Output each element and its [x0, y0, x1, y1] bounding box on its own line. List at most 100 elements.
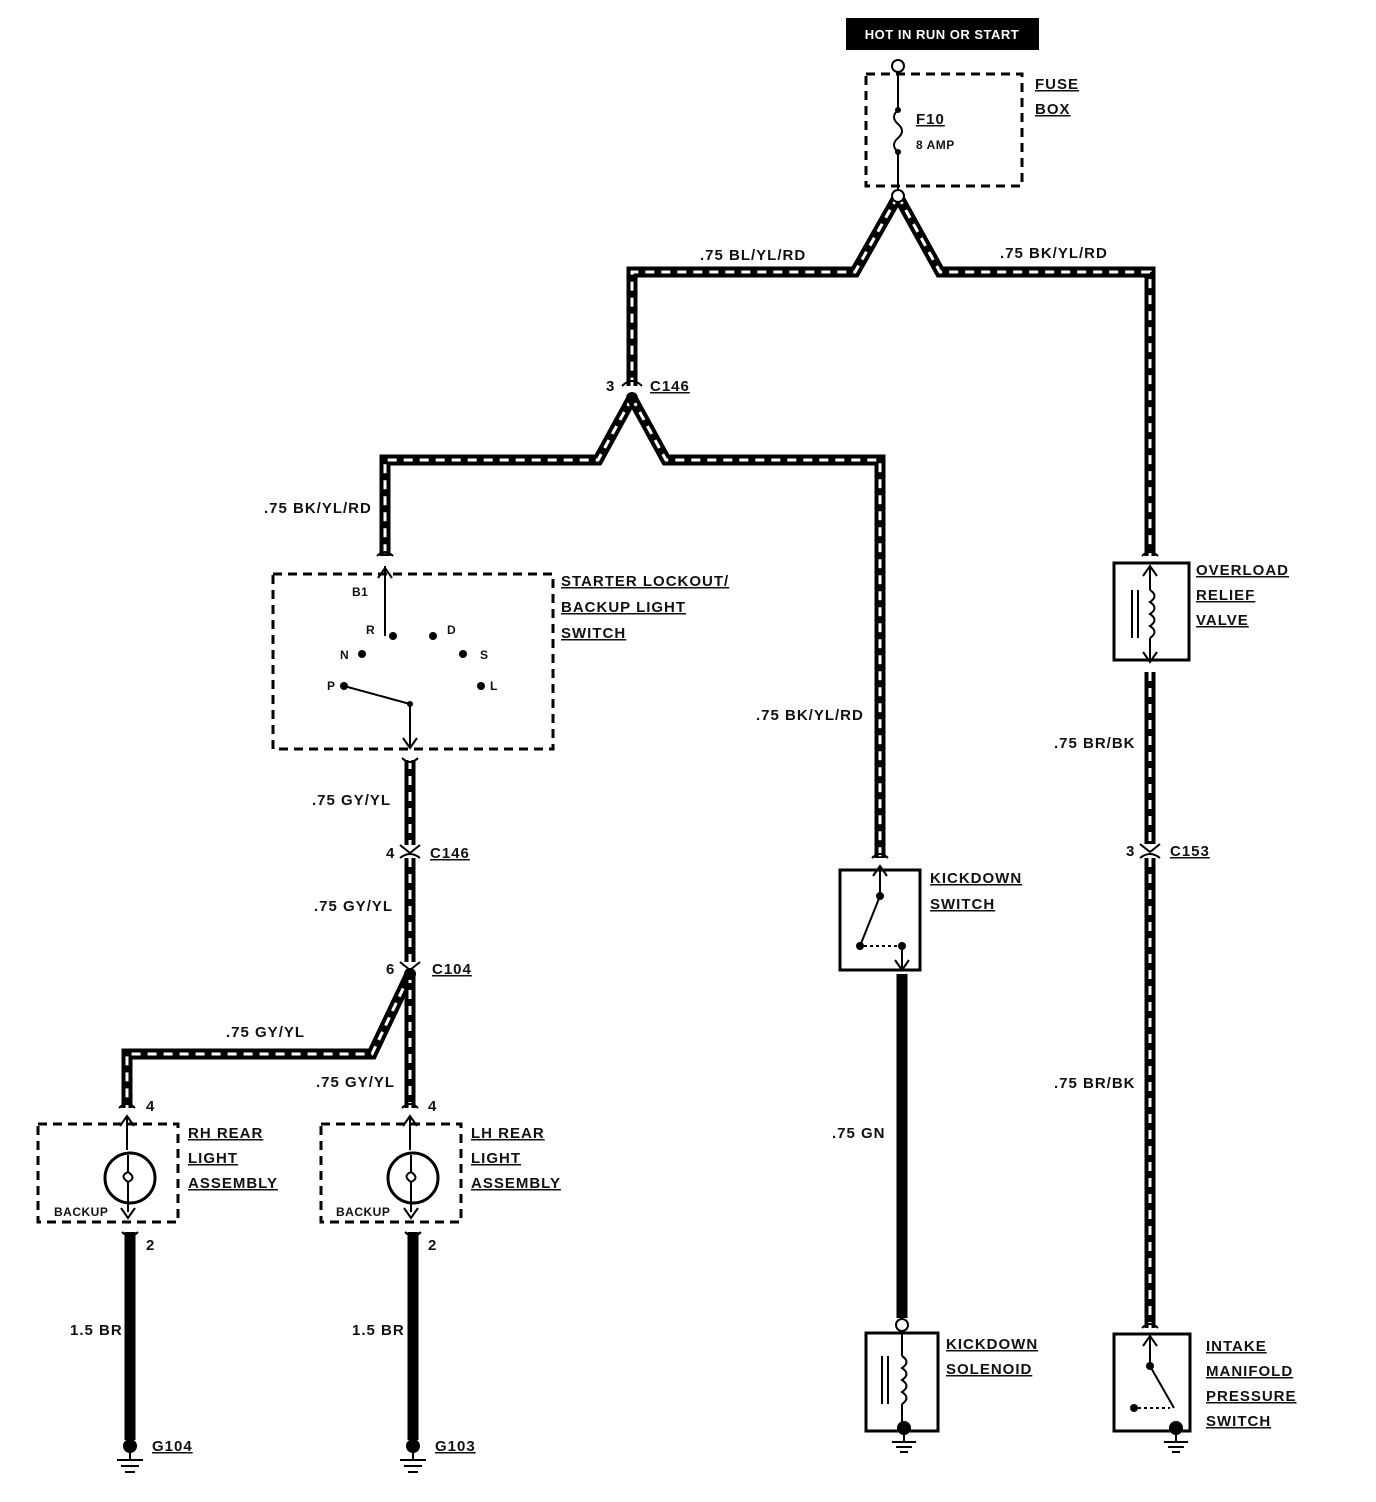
overload-coil-icon — [1148, 589, 1156, 639]
kickdown-in-arrow-icon — [872, 864, 888, 896]
solenoid-title-2: SOLENOID — [946, 1361, 1032, 1378]
intake-title-3: PRESSURE — [1206, 1388, 1297, 1405]
starter-pin-b1: B1 — [352, 585, 368, 599]
kickdown-switch-title-1: KICKDOWN — [930, 870, 1022, 887]
wire-label-kickdown-gn: .75 GN — [832, 1125, 886, 1142]
lh-title-3: ASSEMBLY — [471, 1175, 561, 1192]
wire-bl-yl-rd — [626, 193, 903, 386]
power-terminal — [891, 59, 905, 73]
splice-c104 — [404, 968, 416, 980]
gear-d-contact — [429, 632, 437, 640]
wire-label-overload-out: .75 BR/BK — [1054, 735, 1136, 752]
ground-g104-label: G104 — [152, 1438, 193, 1455]
lh-out-arrow-icon — [403, 1207, 419, 1220]
starter-lockout-switch-box — [271, 572, 555, 751]
wire-label-rh-ground: 1.5 BR — [70, 1322, 123, 1339]
solenoid-terminal — [895, 1318, 909, 1332]
rh-light-box — [36, 1122, 180, 1224]
kickdown-blade-icon — [859, 895, 881, 947]
lh-light-box — [319, 1122, 463, 1224]
starter-title-1: STARTER LOCKOUT/ — [561, 573, 729, 590]
rh-out-connector-icon — [121, 1231, 139, 1237]
overload-in-arrow-icon — [1142, 564, 1158, 590]
fuse-rating: 8 AMP — [916, 138, 955, 152]
connector-c146-mid-icon — [399, 844, 421, 859]
connector-c146-top-icon — [621, 380, 643, 387]
solenoid-ground-icon — [892, 1432, 916, 1453]
rh-bulb-label: BACKUP — [54, 1205, 108, 1219]
c146-top-pin: 3 — [606, 378, 615, 395]
gear-l-label: L — [490, 679, 498, 693]
lh-in-arrow-icon — [402, 1114, 418, 1150]
rh-in-connector-icon — [118, 1103, 136, 1109]
intake-ground-icon — [1164, 1432, 1188, 1453]
fuse-box — [864, 72, 1024, 188]
solenoid-coil-icon — [900, 1355, 908, 1405]
rh-in-arrow-icon — [119, 1114, 135, 1150]
power-source-badge — [846, 18, 1039, 50]
kickdown-switch-title-2: SWITCH — [930, 896, 995, 913]
lh-filament-icon — [405, 1155, 417, 1212]
wire-label-top-right: .75 BK/YL/RD — [1000, 245, 1108, 262]
rh-out-arrow-icon — [120, 1207, 136, 1220]
lh-pin-in: 4 — [428, 1098, 437, 1115]
rh-backup-bulb-icon — [103, 1151, 157, 1205]
overload-out-arrow-icon — [1142, 638, 1158, 664]
intake-blade-icon — [1149, 1365, 1175, 1409]
ground-g103-icon — [400, 1450, 426, 1473]
overload-title-2: RELIEF — [1196, 587, 1255, 604]
intake-title-2: MANIFOLD — [1206, 1363, 1293, 1380]
wire-label-to-lh-light: .75 GY/YL — [316, 1074, 395, 1091]
overload-title-3: VALVE — [1196, 612, 1249, 629]
fuse-id: F10 — [916, 111, 945, 128]
gear-s-label: S — [480, 648, 489, 662]
intake-switch-box — [1112, 1332, 1192, 1433]
kickdown-in-connector-icon — [871, 853, 889, 859]
intake-contact — [1130, 1404, 1138, 1412]
starter-title-3: SWITCH — [561, 625, 626, 642]
wire-label-intake-in: .75 BR/BK — [1054, 1075, 1136, 1092]
wire-label-to-rh-light: .75 GY/YL — [226, 1024, 305, 1041]
rh-title-2: LIGHT — [188, 1150, 238, 1167]
c146-mid-id: C146 — [430, 845, 470, 862]
lh-in-connector-icon — [401, 1103, 419, 1109]
wire-label-starter-out: .75 GY/YL — [312, 792, 391, 809]
rh-title-1: RH REAR — [188, 1125, 263, 1142]
kickdown-pivot — [876, 892, 884, 900]
rh-filament-icon — [122, 1155, 134, 1212]
lh-title-2: LIGHT — [471, 1150, 521, 1167]
c153-id: C153 — [1170, 843, 1210, 860]
starter-wiper-icon — [343, 685, 418, 750]
fuse-box-title-1: FUSE — [1035, 76, 1079, 93]
lh-out-connector-icon — [404, 1231, 422, 1237]
gear-d-label: D — [447, 623, 456, 637]
lh-backup-bulb-icon — [386, 1151, 440, 1205]
c146-mid-pin: 4 — [386, 845, 395, 862]
rh-pin-in: 4 — [146, 1098, 155, 1115]
wire-to-rh-light — [121, 971, 415, 1108]
intake-pivot — [1146, 1362, 1154, 1370]
overload-title-1: OVERLOAD — [1196, 562, 1289, 579]
starter-in-arrow-icon — [377, 566, 393, 636]
ground-g104-icon — [117, 1450, 143, 1473]
ground-g103-label: G103 — [435, 1438, 476, 1455]
intake-in-arrow-icon — [1142, 1334, 1158, 1366]
starter-out-connector-icon — [401, 757, 419, 763]
wire-to-kickdown-switch — [627, 395, 886, 858]
fuse-box-title-2: BOX — [1035, 101, 1071, 118]
lh-title-1: LH REAR — [471, 1125, 545, 1142]
starter-title-2: BACKUP LIGHT — [561, 599, 686, 616]
intake-title-4: SWITCH — [1206, 1413, 1271, 1430]
starter-pivot — [407, 701, 413, 707]
intake-ground-dot — [1169, 1421, 1183, 1435]
solenoid-title-1: KICKDOWN — [946, 1336, 1038, 1353]
wire-label-to-kickdown: .75 BK/YL/RD — [756, 707, 864, 724]
starter-in-connector-icon — [376, 551, 394, 557]
solenoid-ground-dot — [897, 1421, 911, 1435]
lh-bulb-label: BACKUP — [336, 1205, 390, 1219]
gear-l-contact — [477, 682, 485, 690]
gear-r-label: R — [366, 623, 375, 637]
wire-bk-yl-rd-right — [893, 193, 1156, 556]
power-source-label: HOT IN RUN OR START — [865, 27, 1019, 42]
